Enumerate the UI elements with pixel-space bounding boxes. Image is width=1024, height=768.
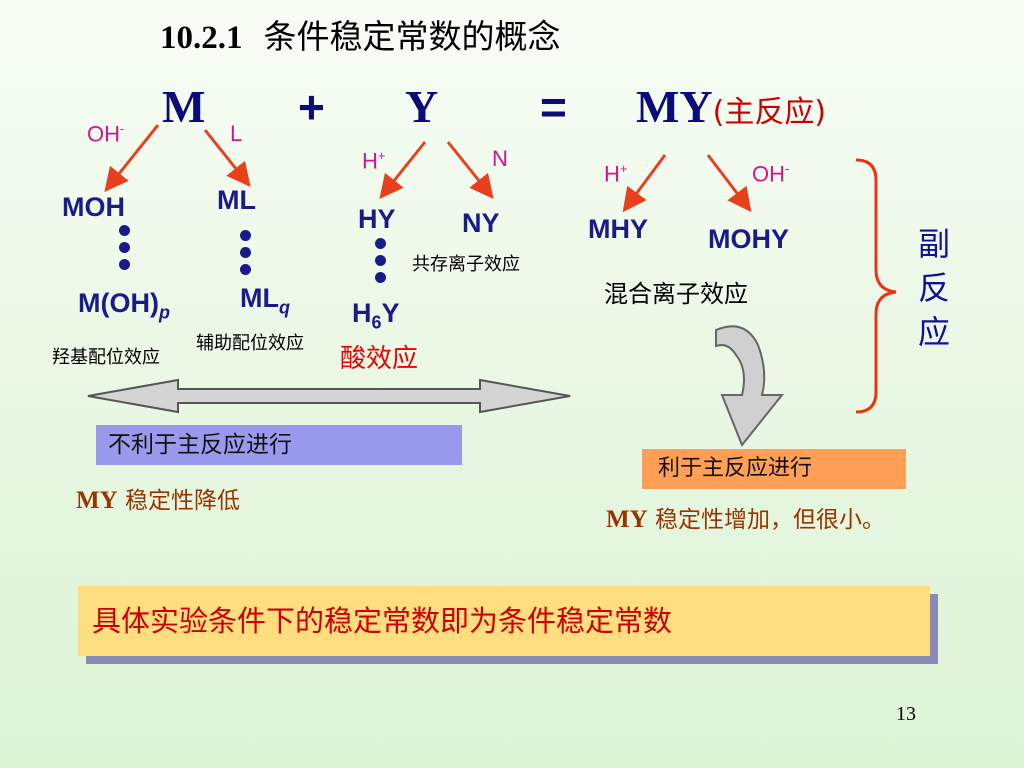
species-ny: NY — [462, 208, 500, 238]
dot — [119, 259, 130, 270]
stability-decrease-text: MY 稳定性降低 — [76, 487, 240, 514]
arrow-y-h — [379, 141, 427, 200]
species-ml-q: MLq — [240, 283, 290, 318]
hydroxo-effect-label: 羟基配位效应 — [52, 347, 160, 368]
oh-label-metal: OH- — [87, 121, 125, 147]
page-number: 13 — [896, 703, 916, 725]
species-mohy: MOHY — [708, 224, 789, 254]
side-reaction-bracket — [855, 158, 897, 414]
curved-arrow — [715, 325, 785, 447]
main-reaction-label: (主反应) — [712, 95, 827, 130]
arrow-my-oh — [706, 154, 752, 213]
arrow-m-oh — [104, 124, 160, 193]
dot — [119, 225, 130, 236]
arrow-m-l — [203, 129, 251, 188]
oh-label-complex: OH- — [752, 161, 790, 187]
auxiliary-effect-label: 辅助配位效应 — [196, 333, 304, 354]
page-title: 10.2.1 条件稳定常数的概念 — [160, 10, 560, 58]
arrow-y-n — [446, 141, 494, 200]
dot — [375, 238, 386, 249]
eq-my: MY — [636, 81, 713, 132]
arrow-my-h — [622, 154, 667, 213]
eq-m: M — [162, 81, 206, 132]
title-text: 条件稳定常数的概念 — [263, 17, 561, 56]
favorable-box: 利于主反应进行 — [642, 449, 906, 489]
dot — [240, 264, 251, 275]
double-arrow — [87, 378, 571, 414]
dot — [240, 230, 251, 241]
h-label-ligand: H+ — [362, 148, 386, 174]
species-hy: HY — [358, 204, 396, 234]
dot — [375, 255, 386, 266]
l-label: L — [230, 121, 243, 146]
n-label: N — [492, 146, 508, 171]
mixed-effect-label: 混合离子效应 — [604, 280, 748, 308]
unfavorable-box: 不利于主反应进行 — [96, 425, 462, 465]
eq-equals: = — [540, 81, 567, 133]
coexisting-effect-label: 共存离子效应 — [412, 254, 520, 275]
stability-increase-text: MY 稳定性增加，但很小。 — [606, 506, 885, 533]
section-number: 10.2.1 — [160, 20, 243, 56]
eq-product: MY(主反应) — [636, 80, 826, 133]
species-h6y: H6Y — [352, 298, 400, 333]
acid-effect-label: 酸效应 — [340, 344, 419, 374]
species-moh: MOH — [62, 192, 125, 222]
dot — [119, 242, 130, 253]
species-mhy: MHY — [588, 214, 648, 244]
eq-plus: + — [298, 81, 325, 133]
dot — [240, 247, 251, 258]
species-ml: ML — [217, 185, 256, 215]
h-label-complex: H+ — [604, 161, 628, 187]
dot — [375, 272, 386, 283]
side-reaction-label: 副反应 — [917, 225, 950, 351]
species-m-oh-p: M(OH)p — [78, 288, 170, 323]
conclusion-box: 具体实验条件下的稳定常数即为条件稳定常数 — [78, 586, 930, 656]
eq-y: Y — [405, 81, 439, 132]
